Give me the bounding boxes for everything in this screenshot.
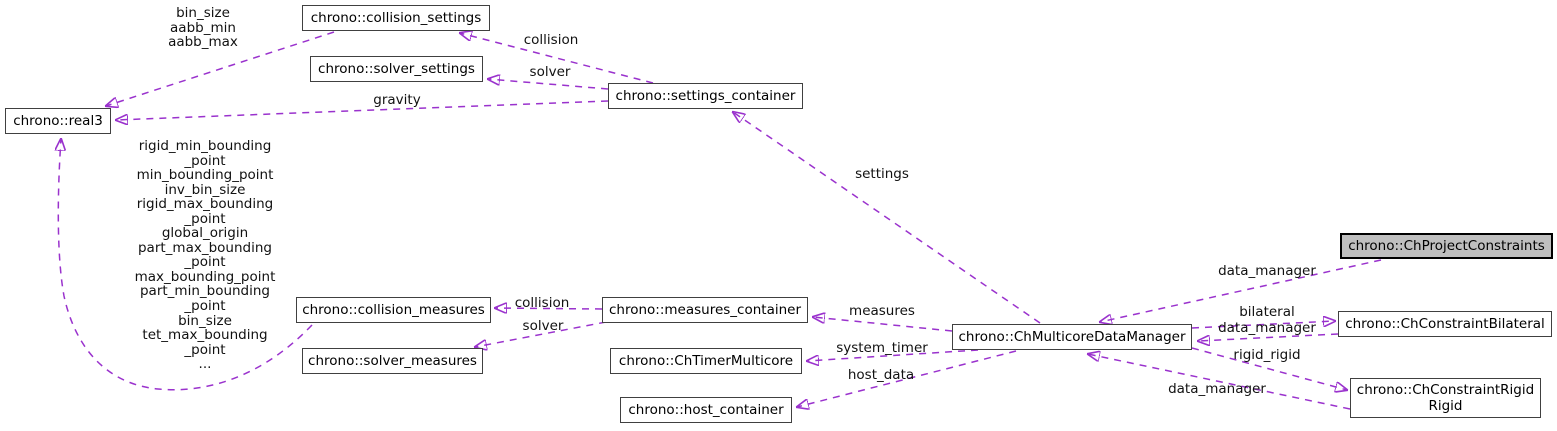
node-solver-measures[interactable]: chrono::solver_measures: [302, 348, 483, 374]
node-chconstraintrigidrigid[interactable]: chrono::ChConstraintRigid Rigid: [1350, 378, 1541, 418]
edge-data-manager-top: [1100, 259, 1382, 322]
node-measures-container[interactable]: chrono::measures_container: [602, 297, 808, 323]
edge-label-real3-fields: rigid_min_bounding _point min_bounding_p…: [134, 138, 276, 373]
edge-label-data-manager-top: data_manager: [1218, 263, 1316, 279]
edge-bilateral: [1191, 321, 1335, 329]
edge-label-collision-top: collision: [523, 32, 579, 48]
edge-label-settings: settings: [855, 166, 909, 182]
edge-label-data-manager-bottom: data_manager: [1168, 381, 1266, 397]
edge-label-system-timer: system_timer: [836, 340, 928, 356]
edge-label-gravity: gravity: [373, 92, 421, 108]
node-collision-measures[interactable]: chrono::collision_measures: [296, 297, 491, 323]
node-chmulticoredatamanager[interactable]: chrono::ChMulticoreDataManager: [952, 324, 1192, 350]
edge-host-data: [797, 350, 1017, 407]
node-host-container[interactable]: chrono::host_container: [620, 397, 792, 423]
node-chtimermulticore[interactable]: chrono::ChTimerMulticore: [610, 348, 802, 374]
edge-label-collision-mid: collision: [514, 295, 570, 311]
node-settings-container[interactable]: chrono::settings_container: [608, 83, 803, 109]
edge-rigid-rigid: [1191, 347, 1347, 390]
edge-bin-size-aabb: [106, 31, 335, 106]
edge-gravity: [116, 100, 609, 120]
node-real3[interactable]: chrono::real3: [5, 108, 111, 134]
edge-real3-fields: [58, 139, 313, 391]
edge-measures: [813, 317, 953, 332]
edge-label-bin-size-aabb: bin_size aabb_min aabb_max: [168, 5, 238, 51]
edge-label-host-data: host_data: [847, 367, 915, 383]
edge-label-measures: measures: [849, 303, 915, 319]
edge-label-solver-mid: solver: [522, 318, 564, 334]
node-collision-settings[interactable]: chrono::collision_settings: [302, 5, 490, 31]
edge-settings: [733, 112, 1041, 324]
edge-label-bilateral: bilateral: [1239, 304, 1295, 320]
edge-solver-settings: [488, 79, 609, 90]
edge-data-manager-mid: [1198, 333, 1339, 341]
edge-system-timer: [807, 349, 979, 361]
edge-data-manager-bottom: [1088, 354, 1351, 410]
edge-solver-measures: [475, 321, 607, 347]
node-chprojectconstraints: chrono::ChProjectConstraints: [1340, 233, 1553, 259]
edge-label-rigid-rigid: rigid_rigid: [1233, 347, 1301, 363]
edge-label-data-manager-mid: data_manager: [1218, 320, 1316, 336]
edge-label-solver-top: solver: [529, 64, 571, 80]
node-chconstraintbilateral[interactable]: chrono::ChConstraintBilateral: [1338, 311, 1552, 337]
edge-collision-measures: [495, 308, 603, 309]
node-solver-settings[interactable]: chrono::solver_settings: [310, 56, 483, 82]
